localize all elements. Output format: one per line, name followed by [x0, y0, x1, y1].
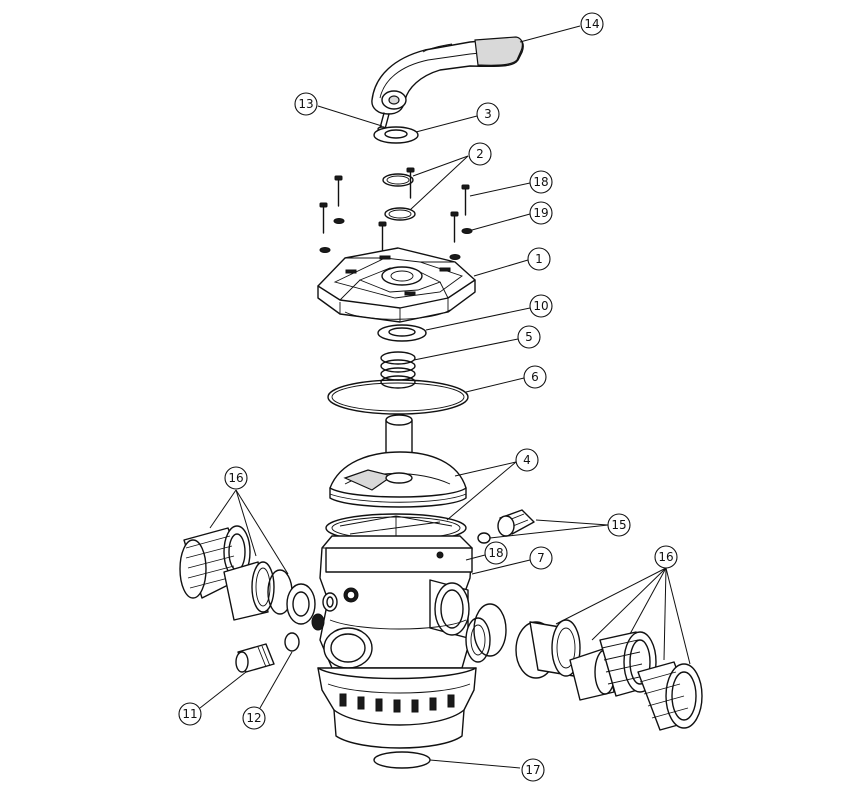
part-large-o-ring [327, 379, 469, 415]
part-screw-washers [319, 218, 473, 260]
part-screws [319, 167, 470, 253]
part-small-o-ring [284, 632, 300, 652]
callout-15: 15 [607, 513, 631, 537]
svg-text:16: 16 [228, 471, 243, 485]
svg-text:16: 16 [658, 550, 673, 564]
svg-text:3: 3 [484, 107, 492, 121]
svg-text:15: 15 [611, 518, 626, 532]
svg-text:12: 12 [246, 711, 261, 725]
part-left-union [179, 525, 338, 631]
callout-16-right: 16 [654, 545, 678, 569]
callout-5: 5 [517, 325, 541, 349]
callout-6: 6 [523, 365, 547, 389]
svg-text:14: 14 [584, 17, 599, 31]
part-base-o-ring [373, 751, 431, 769]
part-handle [371, 36, 524, 115]
callout-13: 13 [294, 92, 318, 116]
part-threaded-nipple [235, 643, 275, 673]
svg-text:11: 11 [182, 707, 197, 721]
part-gasket [377, 324, 427, 342]
part-cover [317, 247, 476, 323]
callout-1: 1 [527, 247, 551, 271]
callout-19: 19 [529, 201, 553, 225]
part-handle-washer [373, 126, 419, 144]
svg-text:18: 18 [488, 546, 503, 560]
svg-text:7: 7 [537, 551, 545, 565]
callout-10: 10 [529, 294, 553, 318]
callout-16-left: 16 [224, 466, 248, 490]
leader-lines [199, 25, 691, 769]
callout-2: 2 [468, 142, 492, 166]
svg-text:1: 1 [535, 252, 543, 266]
callout-11: 11 [178, 702, 202, 726]
callout-12: 12 [242, 706, 266, 730]
part-drain-fitting [477, 509, 535, 544]
svg-text:6: 6 [531, 370, 539, 384]
callout-18-bottom: 18 [484, 541, 508, 565]
svg-text:5: 5 [525, 330, 533, 344]
callout-3: 3 [476, 102, 500, 126]
part-valve-body [319, 535, 491, 669]
callout-14: 14 [580, 12, 604, 36]
part-rotor-assembly [329, 414, 467, 508]
svg-text:19: 19 [533, 206, 548, 220]
svg-text:13: 13 [298, 97, 313, 111]
callout-7: 7 [529, 546, 553, 570]
callout-17: 17 [521, 758, 545, 782]
callout-18-top: 18 [529, 170, 553, 194]
part-valve-base [317, 667, 477, 749]
svg-text:17: 17 [525, 763, 540, 777]
svg-text:2: 2 [476, 147, 484, 161]
svg-text:4: 4 [523, 453, 531, 467]
part-right-union [473, 603, 703, 731]
svg-text:10: 10 [533, 299, 548, 313]
svg-text:18: 18 [533, 175, 548, 189]
part-o-rings-2 [382, 173, 416, 221]
callout-4: 4 [515, 448, 539, 472]
